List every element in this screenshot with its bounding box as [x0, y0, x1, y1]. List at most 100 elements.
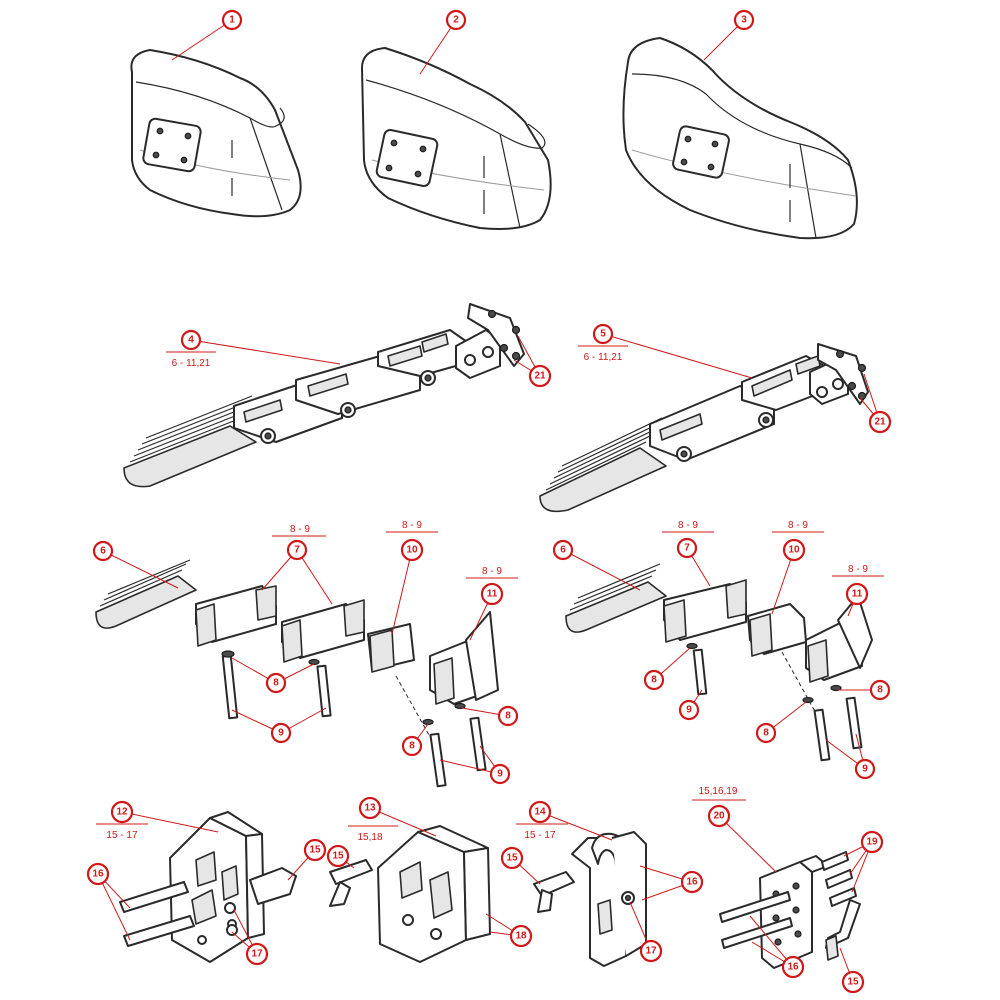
reference-labels: 6 - 11,21 6 - 11,21 8 - 9 8 - 9 8 - 9 8 … — [96, 345, 884, 843]
svg-text:16: 16 — [92, 869, 104, 880]
ref-11b: 8 - 9 — [848, 564, 868, 575]
callout-16-c: 16 — [781, 955, 805, 979]
bracket-13 — [329, 825, 491, 963]
svg-text:17: 17 — [251, 949, 263, 960]
bracket-12 — [119, 811, 297, 963]
bracket-14 — [533, 831, 647, 967]
callout-9-right-2: 9 — [854, 758, 876, 780]
svg-text:11: 11 — [487, 589, 498, 600]
ref-11a: 8 - 9 — [482, 566, 502, 577]
callout-5: 5 — [592, 323, 614, 345]
svg-text:15: 15 — [332, 851, 344, 862]
ref-10b: 8 - 9 — [788, 520, 808, 531]
svg-text:5: 5 — [600, 329, 606, 340]
callout-11-left: 11 — [480, 582, 504, 606]
callout-8-left-1: 8 — [265, 672, 287, 694]
callout-11-right: 11 — [845, 582, 869, 606]
callout-6-right: 6 — [552, 539, 574, 561]
svg-text:9: 9 — [862, 764, 868, 775]
svg-text:15: 15 — [506, 853, 518, 864]
callouts: 1 2 3 4 5 21 21 6 7 10 11 8 9 8 8 9 6 7 … — [86, 9, 892, 994]
callout-16-a: 16 — [86, 862, 110, 886]
callout-17-b: 17 — [639, 939, 663, 963]
ref-20: 15,16,19 — [699, 786, 738, 797]
svg-text:19: 19 — [866, 837, 878, 848]
ref-7b: 8 - 9 — [678, 520, 698, 531]
svg-text:9: 9 — [686, 705, 692, 716]
callout-3: 3 — [733, 9, 755, 31]
callout-8-left-2: 8 — [401, 735, 423, 757]
callout-12: 12 — [110, 800, 134, 824]
ref-13: 15,18 — [357, 832, 382, 843]
callout-10-right: 10 — [782, 538, 806, 562]
ref-14: 15 - 17 — [524, 830, 556, 841]
callout-8-right-2: 8 — [755, 722, 777, 744]
svg-text:15: 15 — [309, 845, 321, 856]
callout-8-right-3: 8 — [869, 679, 891, 701]
callout-15-a: 15 — [303, 838, 327, 862]
ref-7a: 8 - 9 — [290, 524, 310, 535]
svg-text:10: 10 — [406, 545, 418, 556]
callout-9-left-1: 9 — [270, 722, 292, 744]
callout-19: 19 — [860, 830, 884, 854]
svg-text:8: 8 — [877, 685, 883, 696]
mounting-arm-5 — [539, 343, 869, 513]
svg-text:12: 12 — [116, 807, 128, 818]
callout-2: 2 — [445, 9, 467, 31]
svg-text:2: 2 — [453, 15, 459, 26]
svg-text:9: 9 — [278, 728, 284, 739]
callout-8-right-1: 8 — [643, 669, 665, 691]
svg-text:11: 11 — [852, 589, 863, 600]
exploded-set-right — [565, 563, 873, 762]
svg-text:8: 8 — [505, 711, 511, 722]
callout-20: 20 — [707, 804, 731, 828]
svg-text:4: 4 — [188, 335, 194, 346]
ref-10a: 8 - 9 — [402, 520, 422, 531]
svg-text:8: 8 — [273, 678, 279, 689]
ref-5: 6 - 11,21 — [584, 352, 623, 363]
svg-text:18: 18 — [515, 931, 527, 942]
svg-text:1: 1 — [229, 15, 235, 26]
svg-text:9: 9 — [497, 769, 503, 780]
svg-text:6: 6 — [100, 546, 106, 557]
callout-8-left-3: 8 — [497, 705, 519, 727]
callout-9-left-2: 9 — [489, 763, 511, 785]
callout-14: 14 — [528, 800, 552, 824]
callout-6-left: 6 — [92, 540, 114, 562]
callout-15-d: 15 — [841, 970, 865, 994]
callout-7-right: 7 — [676, 537, 698, 559]
callout-21-right: 21 — [868, 410, 892, 434]
callout-1: 1 — [221, 9, 243, 31]
svg-text:17: 17 — [645, 946, 657, 957]
svg-text:21: 21 — [534, 371, 546, 382]
mounting-arm-4 — [123, 303, 525, 488]
bracket-20 — [719, 851, 861, 969]
callout-15-c: 15 — [500, 846, 524, 870]
callout-21-left: 21 — [528, 364, 552, 388]
callout-10-left: 10 — [400, 538, 424, 562]
svg-text:13: 13 — [364, 803, 376, 814]
svg-text:7: 7 — [684, 543, 690, 554]
exploded-set-left — [95, 559, 499, 788]
svg-text:21: 21 — [874, 417, 886, 428]
svg-text:8: 8 — [763, 728, 769, 739]
callout-4: 4 — [180, 329, 202, 351]
headrest-pad-2 — [361, 47, 552, 230]
svg-text:15: 15 — [847, 977, 859, 988]
svg-text:10: 10 — [788, 545, 800, 556]
svg-text:16: 16 — [787, 962, 799, 973]
callout-17-a: 17 — [245, 942, 269, 966]
callout-15-b: 15 — [326, 844, 350, 868]
callout-18: 18 — [509, 924, 533, 948]
headrest-pad-1 — [130, 49, 302, 218]
svg-text:7: 7 — [294, 545, 300, 556]
headrest-pad-3 — [622, 37, 858, 240]
ref-12: 15 - 17 — [106, 830, 138, 841]
svg-text:20: 20 — [713, 811, 725, 822]
svg-text:14: 14 — [534, 807, 546, 818]
svg-text:8: 8 — [651, 675, 657, 686]
callout-9-right-1: 9 — [678, 699, 700, 721]
svg-text:3: 3 — [741, 15, 747, 26]
svg-text:16: 16 — [686, 877, 698, 888]
